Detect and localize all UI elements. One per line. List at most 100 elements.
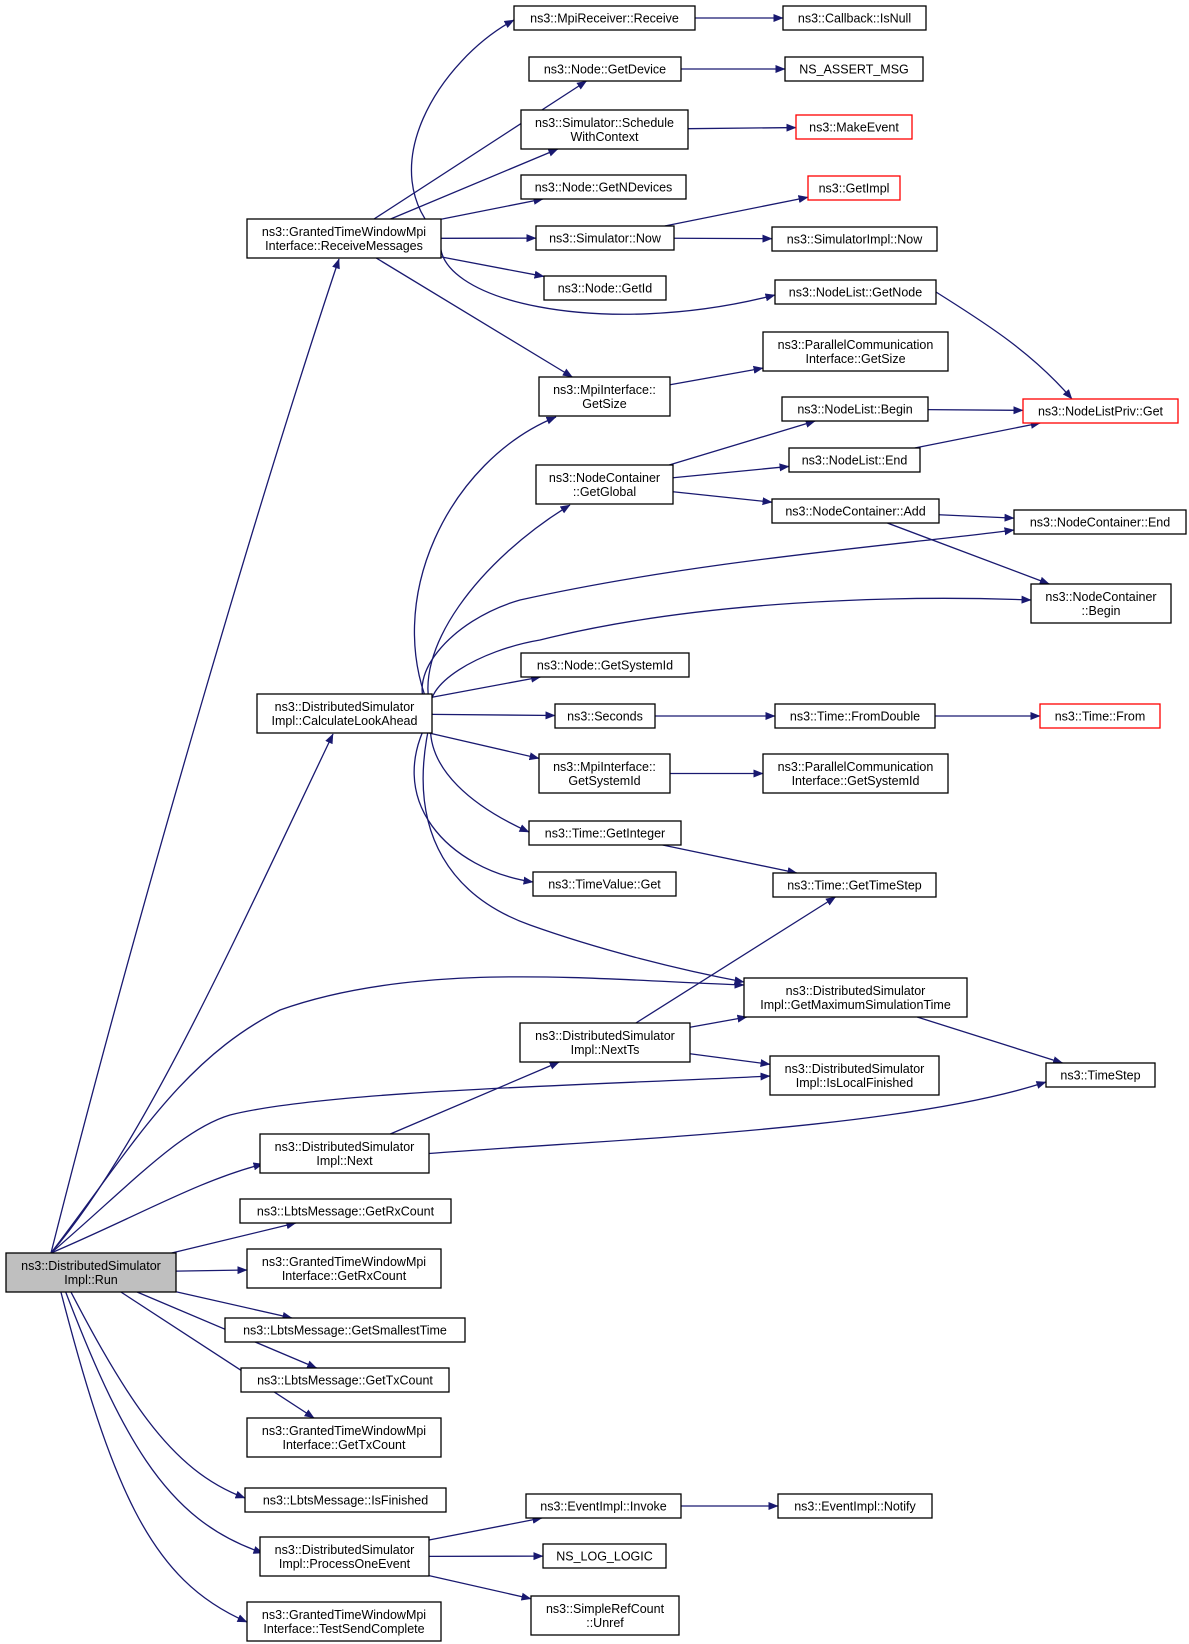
node-box[interactable] — [774, 703, 936, 729]
node-box[interactable] — [520, 174, 687, 200]
node-getImpl[interactable]: ns3::GetImpl — [807, 175, 901, 201]
node-simulatorNow[interactable]: ns3::Simulator::Now — [535, 225, 675, 251]
node-timeValueGet[interactable]: ns3::TimeValue::Get — [532, 871, 677, 897]
node-timeFromDouble[interactable]: ns3::Time::FromDouble — [774, 703, 936, 729]
node-box[interactable] — [538, 753, 671, 794]
node-gtwGetRxCount[interactable]: ns3::GrantedTimeWindowMpiInterface::GetR… — [246, 1248, 442, 1289]
node-box[interactable] — [530, 1595, 680, 1636]
node-lbtsGetSmallestTime[interactable]: ns3::LbtsMessage::GetSmallestTime — [224, 1317, 466, 1343]
node-parallelCommGetSystemId[interactable]: ns3::ParallelCommunicationInterface::Get… — [762, 753, 949, 794]
node-nodeGetSystemId[interactable]: ns3::Node::GetSystemId — [520, 652, 690, 678]
node-lbtsIsFinished[interactable]: ns3::LbtsMessage::IsFinished — [244, 1487, 447, 1513]
node-nodeContainerGetGlobal[interactable]: ns3::NodeContainer::GetGlobal — [535, 464, 674, 505]
node-box[interactable] — [777, 1493, 933, 1519]
node-box[interactable] — [543, 275, 667, 301]
node-box[interactable] — [528, 56, 682, 82]
node-nodeContainerAdd[interactable]: ns3::NodeContainer::Add — [771, 498, 940, 524]
node-box[interactable] — [535, 225, 675, 251]
node-box[interactable] — [542, 1543, 667, 1569]
node-nsAssertMsg[interactable]: NS_ASSERT_MSG — [784, 56, 924, 82]
node-nsLogLogic[interactable]: NS_LOG_LOGIC — [542, 1543, 667, 1569]
node-simulatorImplNow[interactable]: ns3::SimulatorImpl::Now — [771, 226, 938, 252]
node-box[interactable] — [774, 279, 937, 305]
node-box[interactable] — [246, 1601, 442, 1642]
node-box[interactable] — [1030, 583, 1172, 624]
node-box[interactable] — [762, 753, 949, 794]
node-nodeContainerEnd[interactable]: ns3::NodeContainer::End — [1013, 509, 1187, 535]
node-box[interactable] — [520, 652, 690, 678]
node-makeEvent[interactable]: ns3::MakeEvent — [795, 114, 913, 140]
node-box[interactable] — [525, 1493, 682, 1519]
node-timeGetInteger[interactable]: ns3::Time::GetInteger — [528, 820, 682, 846]
node-nodeListBegin[interactable]: ns3::NodeList::Begin — [781, 396, 929, 422]
node-box[interactable] — [538, 376, 671, 417]
node-box[interactable] — [788, 447, 921, 473]
node-box[interactable] — [535, 464, 674, 505]
node-eventInvoke[interactable]: ns3::EventImpl::Invoke — [525, 1493, 682, 1519]
node-nodeListGetNode[interactable]: ns3::NodeList::GetNode — [774, 279, 937, 305]
node-box[interactable] — [532, 871, 677, 897]
node-nodeGetId[interactable]: ns3::Node::GetId — [543, 275, 667, 301]
node-box[interactable] — [1022, 398, 1179, 424]
node-callbackIsNull[interactable]: ns3::Callback::IsNull — [782, 5, 927, 31]
node-box[interactable] — [762, 331, 949, 372]
node-box[interactable] — [772, 872, 937, 898]
node-box[interactable] — [784, 56, 924, 82]
node-box[interactable] — [743, 977, 968, 1018]
node-box[interactable] — [259, 1133, 430, 1174]
node-nodeListEnd[interactable]: ns3::NodeList::End — [788, 447, 921, 473]
node-box[interactable] — [246, 1248, 442, 1289]
node-processOneEvent[interactable]: ns3::DistributedSimulatorImpl::ProcessOn… — [259, 1536, 430, 1577]
node-box[interactable] — [519, 1022, 691, 1063]
node-nodeGetDevice[interactable]: ns3::Node::GetDevice — [528, 56, 682, 82]
node-nodeGetNDevices[interactable]: ns3::Node::GetNDevices — [520, 174, 687, 200]
node-box[interactable] — [239, 1198, 452, 1224]
node-box[interactable] — [256, 693, 433, 734]
node-box[interactable] — [795, 114, 913, 140]
node-box[interactable] — [259, 1536, 430, 1577]
node-gtwGetTxCount[interactable]: ns3::GrantedTimeWindowMpiInterface::GetT… — [246, 1417, 442, 1458]
node-box[interactable] — [240, 1367, 450, 1393]
node-box[interactable] — [244, 1487, 447, 1513]
node-lbtsGetTxCount[interactable]: ns3::LbtsMessage::GetTxCount — [240, 1367, 450, 1393]
node-nodeContainerBegin[interactable]: ns3::NodeContainer::Begin — [1030, 583, 1172, 624]
node-lbtsGetRxCount[interactable]: ns3::LbtsMessage::GetRxCount — [239, 1198, 452, 1224]
node-box[interactable] — [807, 175, 901, 201]
node-box[interactable] — [528, 820, 682, 846]
node-box[interactable] — [782, 5, 927, 31]
node-nodeListPrivGet[interactable]: ns3::NodeListPriv::Get — [1022, 398, 1179, 424]
node-box[interactable] — [520, 109, 689, 150]
node-parallelCommGetSize[interactable]: ns3::ParallelCommunicationInterface::Get… — [762, 331, 949, 372]
node-box[interactable] — [224, 1317, 466, 1343]
node-seconds[interactable]: ns3::Seconds — [554, 703, 656, 729]
node-mpiGetSize[interactable]: ns3::MpiInterface::GetSize — [538, 376, 671, 417]
node-box[interactable] — [5, 1252, 177, 1293]
node-box[interactable] — [769, 1055, 940, 1096]
node-getMaximumSimulationTime[interactable]: ns3::DistributedSimulatorImpl::GetMaximu… — [743, 977, 968, 1018]
node-box[interactable] — [1045, 1062, 1156, 1088]
node-box[interactable] — [771, 498, 940, 524]
node-box[interactable] — [1039, 703, 1161, 729]
node-box[interactable] — [246, 218, 442, 259]
node-eventNotify[interactable]: ns3::EventImpl::Notify — [777, 1493, 933, 1519]
node-simpleRefCountUnref[interactable]: ns3::SimpleRefCount::Unref — [530, 1595, 680, 1636]
node-testSendComplete[interactable]: ns3::GrantedTimeWindowMpiInterface::Test… — [246, 1601, 442, 1642]
node-box[interactable] — [781, 396, 929, 422]
node-calculateLookAhead[interactable]: ns3::DistributedSimulatorImpl::Calculate… — [256, 693, 433, 734]
node-timeGetTimeStep[interactable]: ns3::Time::GetTimeStep — [772, 872, 937, 898]
node-mpiReceive[interactable]: ns3::MpiReceiver::Receive — [513, 5, 696, 31]
node-box[interactable] — [554, 703, 656, 729]
node-box[interactable] — [1013, 509, 1187, 535]
node-box[interactable] — [771, 226, 938, 252]
node-timeStep[interactable]: ns3::TimeStep — [1045, 1062, 1156, 1088]
node-box[interactable] — [513, 5, 696, 31]
node-mpiGetSystemId[interactable]: ns3::MpiInterface::GetSystemId — [538, 753, 671, 794]
node-isLocalFinished[interactable]: ns3::DistributedSimulatorImpl::IsLocalFi… — [769, 1055, 940, 1096]
node-timeFrom[interactable]: ns3::Time::From — [1039, 703, 1161, 729]
node-box[interactable] — [246, 1417, 442, 1458]
node-receiveMessages[interactable]: ns3::GrantedTimeWindowMpiInterface::Rece… — [246, 218, 442, 259]
